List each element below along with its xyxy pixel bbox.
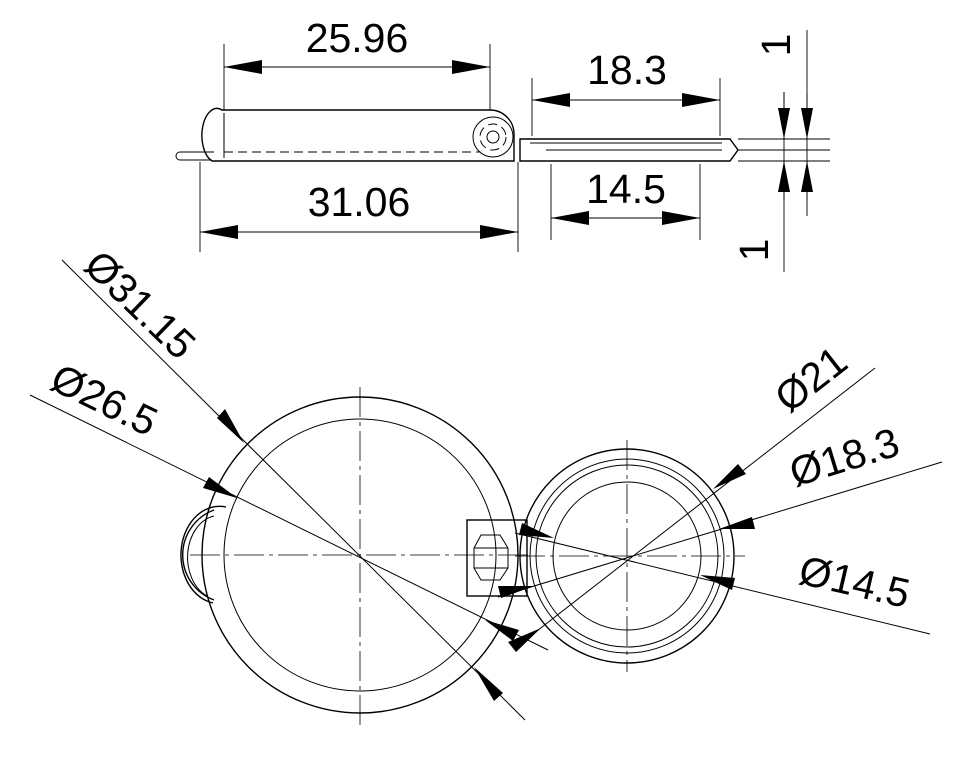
arrowhead — [778, 161, 790, 192]
side-flange-lip — [175, 151, 214, 161]
dia-label-21: Ø21 — [766, 337, 855, 421]
hinge-knuckle — [473, 534, 509, 581]
side-hinge-pin-mid — [479, 123, 507, 151]
arrowhead — [498, 586, 534, 598]
arrowhead — [203, 477, 237, 498]
arrowhead — [719, 517, 755, 529]
arrowhead — [682, 93, 720, 107]
arrowhead — [200, 225, 238, 239]
arrowhead — [519, 523, 554, 538]
leader-dia-21 — [514, 367, 876, 649]
arrowhead — [217, 409, 244, 443]
large-lid-inner-circle — [223, 418, 497, 692]
dim-label-25.96: 25.96 — [306, 15, 409, 61]
arrowhead — [700, 575, 735, 590]
arrowhead — [474, 667, 503, 701]
arrowhead — [662, 211, 700, 225]
leader-dia-18.3 — [497, 461, 943, 598]
arrowhead — [485, 620, 519, 641]
dim-label-thickness-top: 1 — [753, 34, 799, 57]
arrowhead — [713, 464, 746, 489]
dim-label-31.06: 31.06 — [308, 179, 411, 225]
large-lid-tab-inner — [187, 515, 215, 597]
large-lid-tab — [180, 505, 227, 604]
arrowhead — [480, 225, 518, 239]
arrowhead — [224, 60, 262, 74]
arrowhead — [532, 93, 570, 107]
side-hinge-pin-outer — [472, 116, 514, 158]
side-small-cap — [519, 138, 739, 162]
dim-label-18.3: 18.3 — [587, 47, 667, 93]
leader-dia-31.15 — [61, 259, 526, 721]
leader-dia-26.5 — [29, 394, 549, 651]
hinge-block — [466, 519, 528, 597]
top-view: Ø31.15 Ø26.5 Ø21 Ø18.3 Ø14.5 — [29, 241, 943, 728]
arrowhead — [551, 211, 589, 225]
dim-label-thickness-bottom: 1 — [731, 239, 777, 262]
dia-label-31.15: Ø31.15 — [76, 241, 205, 368]
side-view: 25.96 31.06 18.3 14.5 1 1 — [175, 15, 830, 272]
side-large-lid-outline — [201, 107, 515, 162]
dim-label-14.5: 14.5 — [586, 166, 666, 212]
dia-label-14.5: Ø14.5 — [795, 547, 914, 617]
arrowhead — [801, 108, 813, 139]
arrowhead — [452, 60, 490, 74]
arrowhead — [508, 628, 541, 652]
dia-label-18.3: Ø18.3 — [784, 419, 904, 496]
arrowhead — [778, 108, 790, 139]
side-hinge-pin-inner — [486, 130, 500, 144]
large-lid-tab-outer — [182, 509, 215, 601]
arrowhead — [801, 161, 813, 192]
